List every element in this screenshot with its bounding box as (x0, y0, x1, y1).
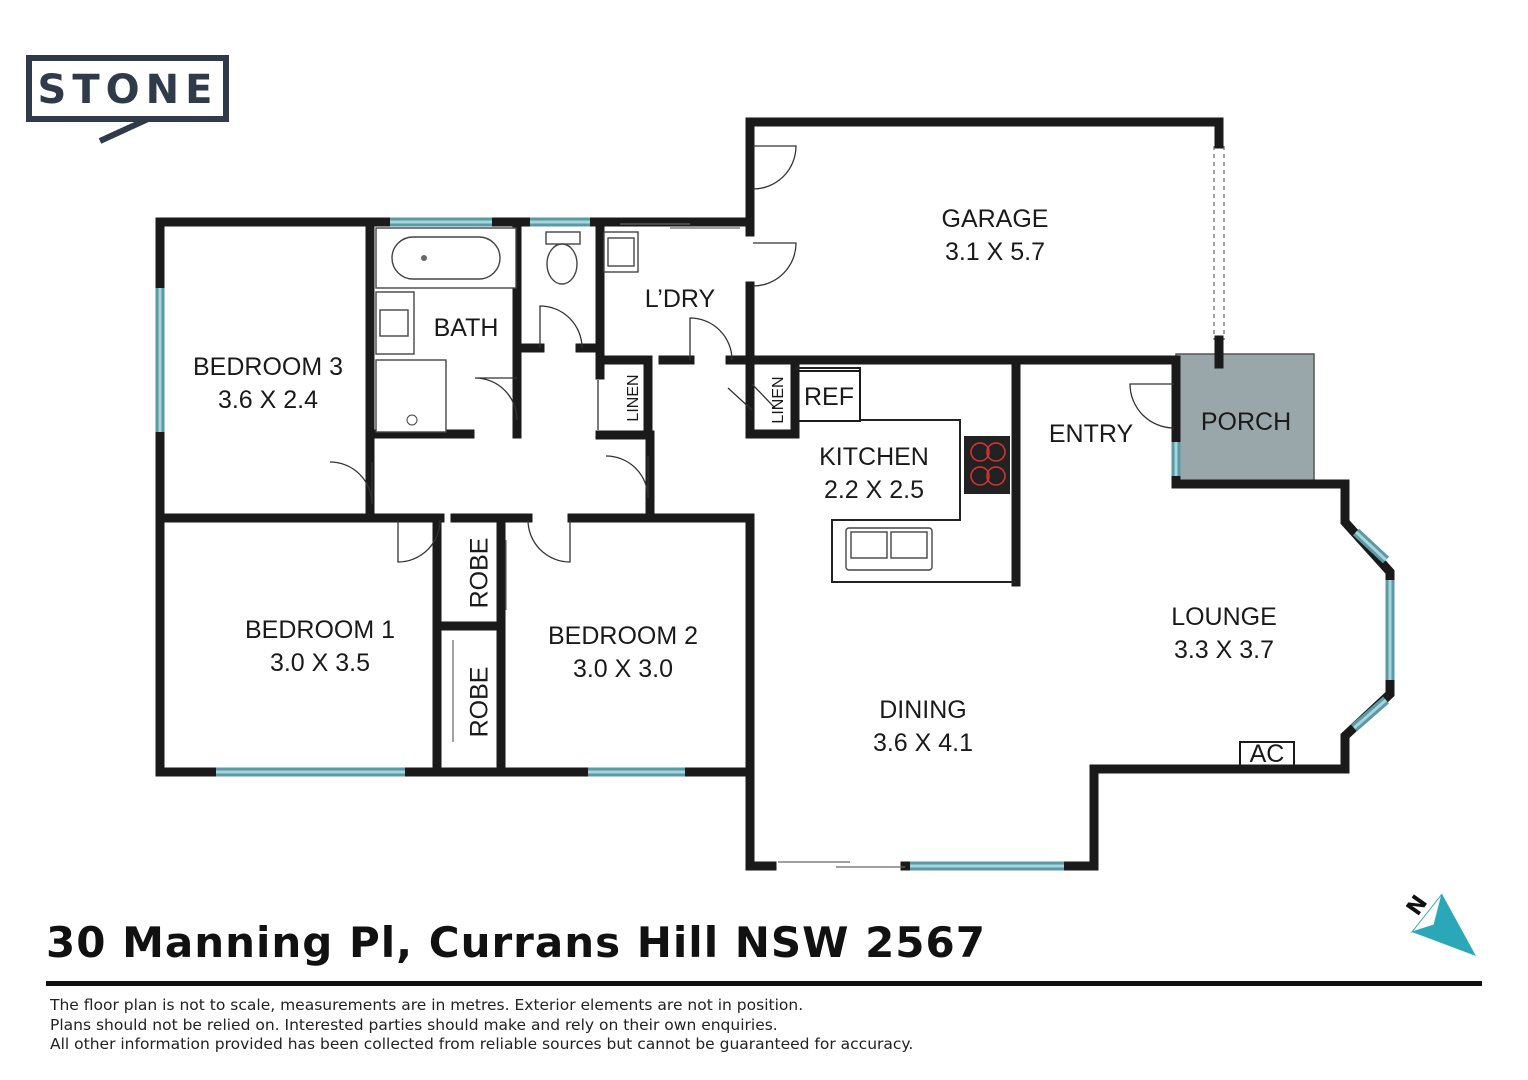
windows (155, 217, 1395, 871)
garage-label: GARAGE (942, 205, 1049, 233)
disclaimer-line-1: The floor plan is not to scale, measurem… (50, 996, 804, 1014)
robe-top-label: ROBE (466, 538, 494, 609)
divider-rule (46, 981, 1482, 986)
lounge-label: LOUNGE (1171, 603, 1277, 631)
kitchen-fixtures (795, 367, 1295, 769)
kitchen-size: 2.2 X 2.5 (824, 476, 924, 504)
exterior-walls (155, 117, 1395, 871)
dining-size: 3.6 X 4.1 (873, 729, 973, 757)
kitchen-label: KITCHEN (819, 443, 929, 471)
bedroom2-size: 3.0 X 3.0 (573, 655, 673, 683)
north-compass: N (1402, 891, 1476, 956)
ref-label: REF (804, 383, 854, 411)
garage-size: 3.1 X 5.7 (945, 238, 1045, 266)
disclaimer-line-2: Plans should not be relied on. Intereste… (50, 1016, 778, 1034)
interior-walls (155, 143, 1181, 777)
laundry-label: L’DRY (645, 285, 716, 313)
entry-label: ENTRY (1049, 420, 1134, 448)
bath-label: BATH (434, 314, 499, 342)
bathroom-fixtures (375, 227, 639, 433)
lounge-size: 3.3 X 3.7 (1174, 636, 1274, 664)
bedroom3-label: BEDROOM 3 (193, 353, 343, 381)
linen-left-label: LINEN (625, 374, 642, 421)
porch-area (1175, 353, 1315, 483)
logo-text: STONE (38, 67, 219, 113)
disclaimer-line-3: All other information provided has been … (50, 1035, 914, 1053)
porch-label: PORCH (1201, 408, 1291, 436)
swing-doors (329, 145, 1175, 563)
stone-logo: STONE (26, 55, 229, 144)
property-address: 30 Manning Pl, Currans Hill NSW 2567 (46, 918, 986, 967)
ac-label: AC (1250, 740, 1285, 768)
sliding-doors (452, 146, 1225, 868)
bedroom1-label: BEDROOM 1 (245, 616, 395, 644)
bedroom1-size: 3.0 X 3.5 (270, 649, 370, 677)
bedroom2-label: BEDROOM 2 (548, 622, 698, 650)
linen-right-label: LINEN (770, 376, 787, 423)
dining-label: DINING (879, 696, 967, 724)
bedroom3-size: 3.6 X 2.4 (218, 386, 318, 414)
logo-frame (26, 55, 229, 144)
robe-bottom-label: ROBE (466, 667, 494, 738)
